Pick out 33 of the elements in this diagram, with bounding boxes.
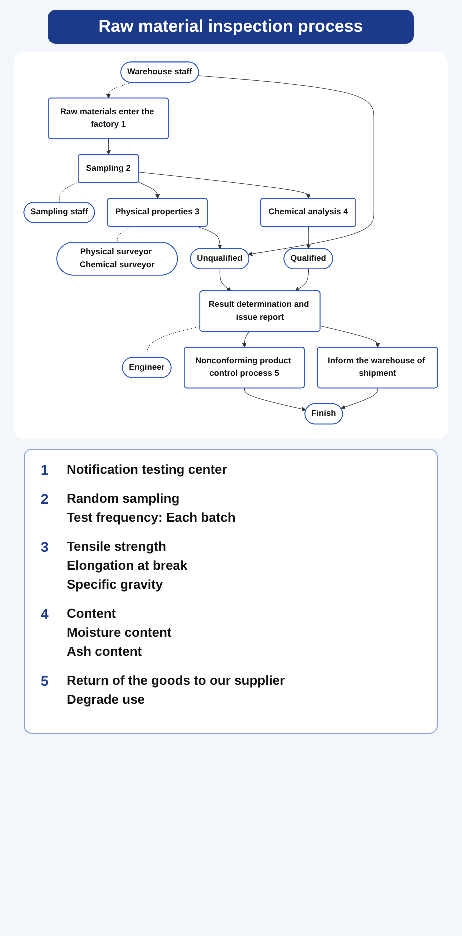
arrow [106, 82, 132, 99]
note-text: Tensile strength [67, 539, 168, 554]
arrow [320, 326, 380, 348]
note-text: Random sampling [67, 491, 181, 506]
connector [146, 326, 201, 358]
callout-number: 2 [41, 491, 50, 510]
note-text: Degrade use [67, 692, 146, 708]
arrow [244, 388, 306, 412]
callout-number: 3 [41, 539, 50, 558]
arrow [198, 226, 222, 250]
callout-number: 4 [41, 606, 50, 624]
callout-number: 5 [41, 673, 50, 692]
note-text: Specific gravity [67, 577, 164, 592]
arrow [138, 182, 160, 200]
arrow [242, 332, 250, 348]
arrow [106, 138, 111, 156]
arrow [220, 269, 232, 292]
note-text: Elongation at break [67, 558, 189, 574]
connector [59, 182, 80, 203]
arrow [138, 172, 311, 200]
arrow [306, 226, 311, 250]
note-text: Test frequency: Each batch [67, 510, 237, 526]
connector [117, 226, 132, 243]
arrow [341, 388, 378, 410]
callout-number: 1 [41, 462, 50, 480]
note-text: Moisture content [67, 625, 173, 640]
note-text: Notification testing center [67, 462, 228, 478]
note-text: Return of the goods to our supplier [67, 673, 286, 688]
note-text: Ash content [67, 644, 144, 660]
arrow [295, 269, 310, 292]
note-text: Content [67, 606, 118, 622]
title-banner: Raw material inspection process [48, 10, 414, 44]
arrow [198, 76, 374, 256]
